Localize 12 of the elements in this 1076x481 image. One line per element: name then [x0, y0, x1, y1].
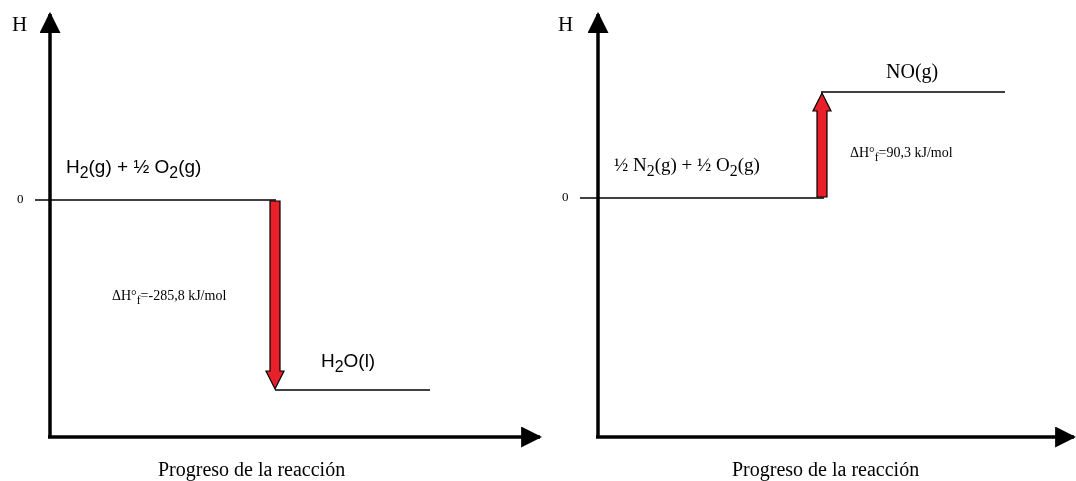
tick-label: 0: [562, 190, 569, 205]
axis-title: Progreso de la reacción: [158, 458, 346, 480]
level-label: H$_{2}$O(l): [321, 351, 376, 376]
level-label: H$_{2}$(g) + ½ O$_{2}$(g): [66, 157, 202, 182]
axis-label: H: [12, 13, 28, 37]
axis-title: Progreso de la reacción: [732, 458, 920, 480]
enthalpy-label: ΔH°$_{f}$=-285,8 kJ/mol: [112, 288, 227, 308]
axis-label: H: [558, 13, 574, 37]
tick-label: 0: [17, 192, 24, 207]
level-label: NO(g): [886, 60, 939, 82]
enthalpy-label: ΔH°$_{f}$=90,3 kJ/mol: [850, 145, 953, 165]
level-label: ½ N$_{2}$(g) + ½ O$_{2}$(g): [614, 155, 760, 180]
